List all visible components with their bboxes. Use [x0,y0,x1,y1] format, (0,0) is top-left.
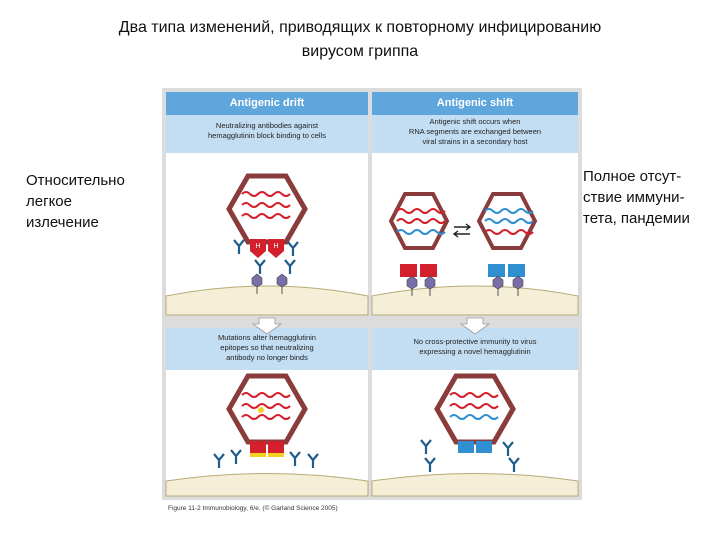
antibody-icon [253,258,267,276]
antibody-icon [306,452,320,470]
desc-line: expressing a novel hemagglutinin [419,347,531,356]
cell-membrane [165,473,369,497]
virus-particle-drift [226,173,308,258]
virus-particle-novel [434,373,516,453]
antibody-icon [229,448,243,466]
title-line-1: Два типа изменений, приводящих к повторн… [118,19,602,36]
right-annotation-line-3: тета, пандемии [583,210,690,227]
desc-line: RNA segments are exchanged between [408,127,542,136]
left-annotation-line-1: Относительно [26,172,125,189]
figure-artwork: H H [165,173,579,497]
desc-line: No cross-protective immunity to virus [413,337,537,346]
panel-header-drift: Antigenic drift [166,92,368,115]
antibody-icon [507,456,521,474]
panel-antigenic-drift: Antigenic drift Neutralizing antibodies … [166,92,368,315]
cell-membrane [165,285,369,316]
right-annotation-line-1: Полное отсут- [583,168,682,185]
antibody-icon [419,438,433,456]
hemagglutinin-label: H [273,243,278,250]
antibody-icon [286,240,300,258]
desc-line: epitopes so that neutralizing [220,343,314,352]
panel-desc-shift-result: No cross-protective immunity to virus ex… [372,328,578,370]
right-annotation: Полное отсут- ствие иммуни- тета, пандем… [583,166,690,229]
panel-antigenic-shift: Antigenic shift Antigenic shift occurs w… [372,92,578,315]
down-arrow-icon [459,317,491,335]
desc-line: Antigenic shift occurs when [429,117,521,126]
virus-particle-mutated [226,373,308,457]
exchange-arrows-icon [452,223,472,238]
left-annotation-line-3: излечение [26,214,99,231]
influenza-figure: Antigenic drift Neutralizing antibodies … [162,88,582,500]
antibody-icon [288,450,302,468]
hemagglutinin-label: H [255,243,260,250]
virus-particle-blue [476,192,538,277]
panel-desc-drift-result: Mutations alter hemagglutinin epitopes s… [166,328,368,370]
slide-title: Два типа изменений, приводящих к повторн… [60,16,660,64]
antibody-icon [232,238,246,256]
antibody-icon [423,456,437,474]
figure-caption: Figure 11-2 Immunobiology, 6/e. (© Garla… [168,505,338,512]
cell-membrane [371,473,579,497]
antibody-icon [501,440,515,458]
desc-line: antibody no longer binds [226,353,308,362]
antibody-icon [212,452,226,470]
left-annotation: Относительно легкое излечение [26,170,125,233]
desc-line: hemagglutinin block binding to cells [208,131,326,140]
title-line-2: вирусом гриппа [301,43,419,60]
cell-membrane [371,285,579,316]
panel-header-shift: Antigenic shift [372,92,578,115]
desc-line: Neutralizing antibodies against [215,121,319,130]
virus-particle-red [388,192,450,277]
panel-desc-drift: Neutralizing antibodies against hemagglu… [166,115,368,153]
right-annotation-line-2: ствие иммуни- [583,189,685,206]
down-arrow-icon [251,317,283,335]
antibody-icon [283,258,297,276]
left-annotation-line-2: легкое [26,193,72,210]
desc-line: viral strains in a secondary host [422,137,528,146]
panel-desc-shift: Antigenic shift occurs when RNA segments… [372,115,578,153]
desc-line: Mutations alter hemagglutinin [218,333,316,342]
